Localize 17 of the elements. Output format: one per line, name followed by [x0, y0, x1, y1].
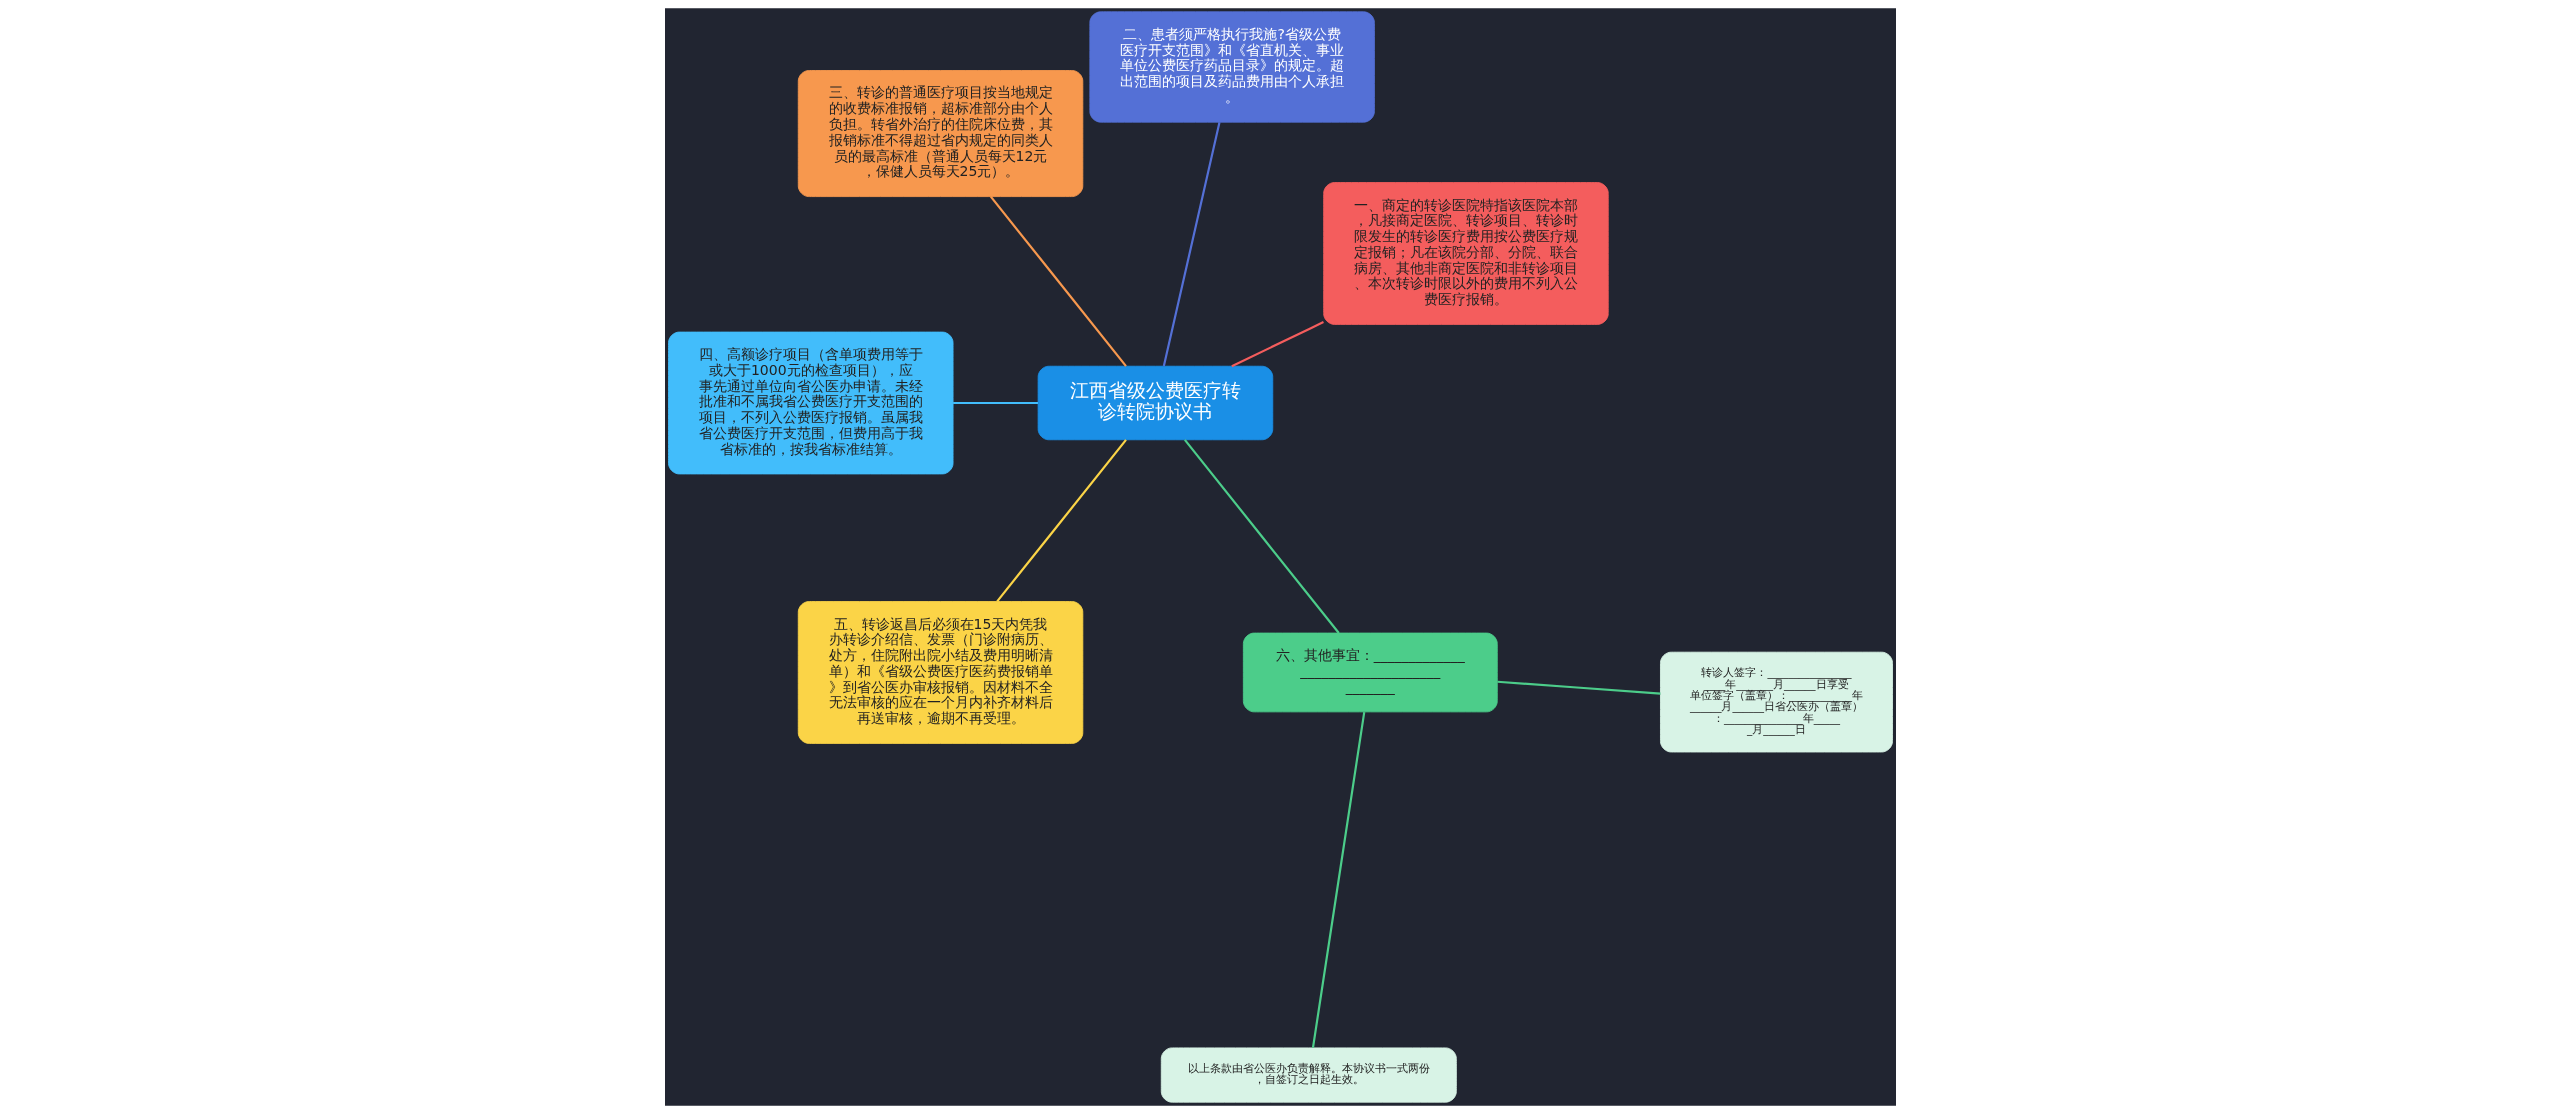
connector — [1230, 321, 1324, 368]
connector — [952, 401, 1038, 405]
node-box: 江西省级公费医疗转诊转院协议书 — [1037, 365, 1273, 441]
node-box: 二、患者须严格执行我施?省级公费医疗开支范围》和《省直机关、事业单位公费医疗药品目录》的规定。超出范围的项目及药品费用由个人承担。 — [1088, 11, 1375, 123]
node-box: 六、其他事宜：________________________________________ — [1242, 632, 1498, 713]
connector — [1162, 122, 1221, 367]
node-box: 三、转诊的普通医疗项目按当地规定的收费标准报销，超标准部分由个人负担。转省外治疗的住院床位费，其报销标准不得超过省内规定的同类人员的最高标准（普通人员每天12元，保健人员每天25元）。 — [797, 70, 1083, 197]
node-box: 一、商定的转诊医院特指该医院本部，凡接商定医院、转诊项目、转诊时限发生的转诊医疗费用按公费医疗规定报销；凡在该院分部、分院、联合病房、其他非商定医院和非转诊项目、本次转诊时限以外的费用不列入公费医疗报销。 — [1322, 182, 1609, 325]
node-box: 四、高额诊疗项目（含单项费用等于或大于1000元的检查项目），应事先通过单位向省公医办申请。未经批准和不属我省公费医疗开支范围的项目，不列入公费医疗报销。虽属我省公费医疗开支范围，但费用高于我省标准的，按我省标准结算。 — [667, 331, 953, 475]
connector — [1183, 439, 1340, 634]
connector — [1496, 680, 1660, 695]
node-box: 转诊人签字：____________________年_______月______日享受单位签字（盖章）：____________年______月______日省公医办（盖章）：_______________年______月______日 — [1659, 651, 1893, 753]
connector — [989, 195, 1127, 367]
connector — [995, 439, 1127, 603]
connector — [1311, 712, 1365, 1048]
node-box: 五、转诊返昌后必须在15天内凭我办转诊介绍信、发票（门诊附病历、处方，住院附出院小结及费用明晰清单）和《省级公费医疗医药费报销单》到省公医办审核报销。因材料不全无法审核的应在一个月内补齐材料后再送审核，逾期不再受理。 — [797, 601, 1083, 744]
node-box: 以上条款由省公医办负责解释。本协议书一式两份，自签订之日起生效。 — [1160, 1047, 1457, 1103]
